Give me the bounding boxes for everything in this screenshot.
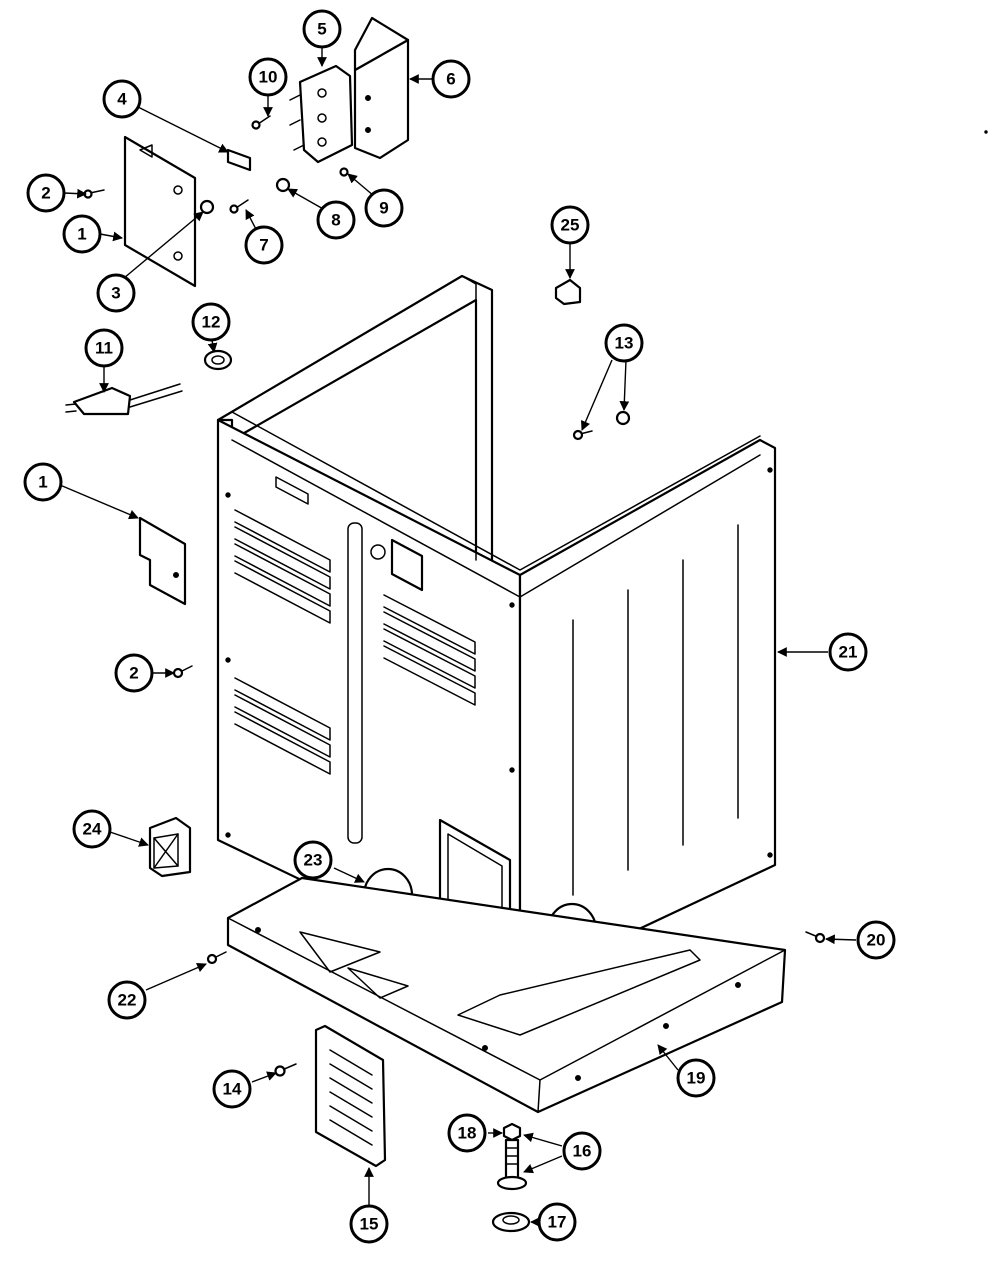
callout-5: 5 bbox=[302, 9, 342, 49]
callout-label: 16 bbox=[573, 1142, 592, 1161]
callout-24: 24 bbox=[72, 809, 112, 849]
callout-label: 14 bbox=[223, 1080, 242, 1099]
callout-label: 15 bbox=[360, 1215, 379, 1234]
screw-22 bbox=[206, 951, 227, 965]
bracket-plate-mid bbox=[138, 516, 187, 606]
screw-20 bbox=[805, 931, 826, 944]
callout-23: 23 bbox=[293, 840, 333, 880]
callout-label: 25 bbox=[561, 216, 580, 235]
base-frame bbox=[226, 876, 787, 1114]
callout-label: 17 bbox=[548, 1213, 567, 1232]
clip bbox=[226, 148, 252, 172]
vent-center bbox=[383, 594, 476, 706]
callout-label: 2 bbox=[129, 664, 138, 683]
foam-block bbox=[148, 816, 192, 878]
screw-7 bbox=[229, 199, 249, 214]
callout-22: 22 bbox=[107, 980, 147, 1020]
callout-7: 7 bbox=[244, 225, 284, 265]
callout-label: 21 bbox=[839, 643, 858, 662]
callout-label: 1 bbox=[77, 225, 86, 244]
callout-16: 16 bbox=[562, 1131, 602, 1171]
screw-13 bbox=[572, 410, 631, 441]
callout-10: 10 bbox=[248, 57, 288, 97]
vent-lower-left bbox=[234, 677, 331, 775]
leader-lines bbox=[59, 47, 857, 1227]
callout-label: 20 bbox=[867, 931, 886, 950]
callout-label: 18 bbox=[458, 1124, 477, 1143]
callout-label: 19 bbox=[687, 1069, 706, 1088]
screw-9 bbox=[339, 167, 349, 177]
callout-25: 25 bbox=[550, 205, 590, 245]
callout-2a: 2 bbox=[26, 173, 66, 213]
callout-14: 14 bbox=[212, 1069, 252, 1109]
callout-label: 23 bbox=[304, 851, 323, 870]
callout-label: 11 bbox=[95, 339, 113, 358]
callout-label: 2 bbox=[41, 184, 50, 203]
callout-21: 21 bbox=[828, 632, 868, 672]
nut-18 bbox=[502, 1122, 522, 1142]
callout-4: 4 bbox=[102, 79, 142, 119]
callout-12: 12 bbox=[191, 302, 231, 342]
callout-3: 3 bbox=[96, 273, 136, 313]
terminal-block bbox=[289, 64, 354, 164]
callout-6: 6 bbox=[431, 59, 471, 99]
screw-2a bbox=[83, 189, 105, 199]
callout-label: 12 bbox=[202, 313, 221, 332]
callout-17: 17 bbox=[537, 1202, 577, 1242]
screw-10 bbox=[251, 115, 271, 130]
leveling-leg bbox=[496, 1138, 528, 1191]
callout-label: 5 bbox=[317, 20, 326, 39]
callout-19: 19 bbox=[676, 1058, 716, 1098]
callout-9: 9 bbox=[364, 188, 404, 228]
callout-label: 7 bbox=[259, 236, 268, 255]
callout-18: 18 bbox=[447, 1113, 487, 1153]
callout-11: 11 bbox=[84, 328, 124, 368]
bracket-plate-top bbox=[123, 135, 197, 288]
vent-upper-left bbox=[234, 509, 331, 624]
grille-15 bbox=[314, 1024, 387, 1168]
stray-mark bbox=[984, 130, 988, 134]
callout-label: 3 bbox=[111, 284, 120, 303]
callout-13: 13 bbox=[604, 323, 644, 363]
callout-label: 22 bbox=[118, 991, 137, 1010]
screw-2b bbox=[172, 665, 193, 679]
strain-relief bbox=[203, 349, 233, 371]
callout-label: 13 bbox=[615, 334, 634, 353]
terminal-cover bbox=[353, 16, 410, 160]
callout-label: 4 bbox=[117, 90, 127, 109]
callout-2b: 2 bbox=[114, 653, 154, 693]
callout-8: 8 bbox=[316, 200, 356, 240]
callout-label: 6 bbox=[446, 70, 455, 89]
nut-8 bbox=[275, 177, 291, 193]
callout-label: 8 bbox=[331, 211, 340, 230]
callout-1b: 1 bbox=[23, 462, 63, 502]
callout-20: 20 bbox=[856, 920, 896, 960]
power-cord bbox=[65, 383, 183, 416]
foot-pad bbox=[491, 1211, 531, 1233]
callout-15: 15 bbox=[349, 1204, 389, 1244]
washer bbox=[199, 199, 215, 215]
screw-14 bbox=[274, 1063, 297, 1077]
callout-label: 1 bbox=[38, 473, 47, 492]
cabinet-slot bbox=[347, 522, 363, 844]
callout-label: 24 bbox=[83, 820, 102, 839]
callout-label: 9 bbox=[379, 199, 388, 218]
callout-label: 10 bbox=[259, 68, 278, 87]
callout-1a: 1 bbox=[62, 214, 102, 254]
clip-25 bbox=[554, 278, 582, 306]
